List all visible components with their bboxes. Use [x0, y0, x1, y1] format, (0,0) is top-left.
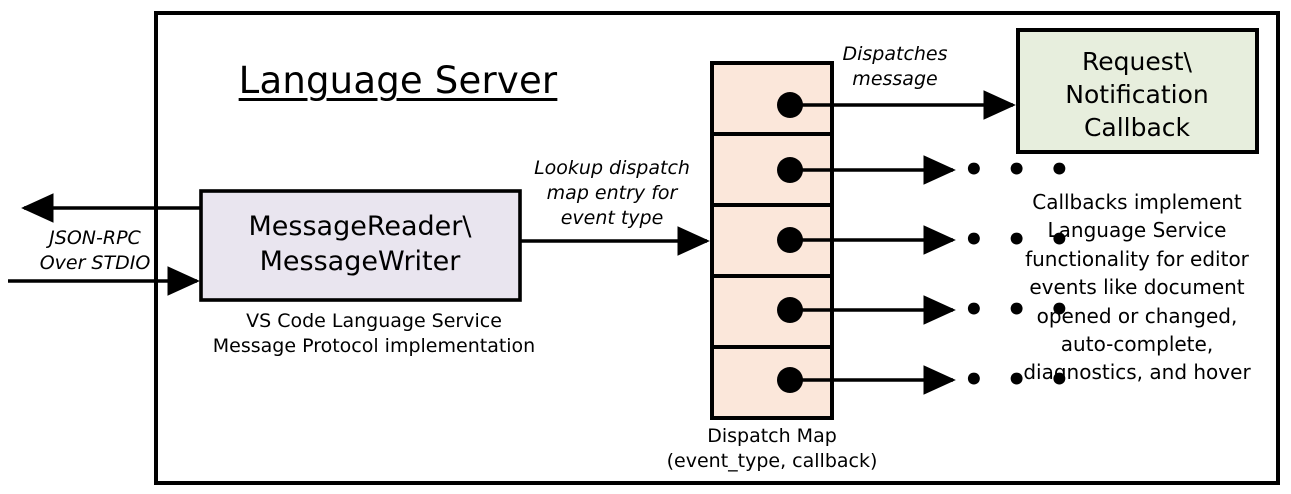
- dispatch-map-cell[interactable]: [710, 61, 834, 136]
- ellipsis-glyph: • • •: [963, 360, 1073, 400]
- callback-note: Callbacks implement Language Service fun…: [1023, 190, 1251, 385]
- ellipsis-glyph: • • •: [963, 290, 1073, 330]
- callback-box-label: Request\ Notification Callback: [1065, 47, 1209, 142]
- message-io-box[interactable]: [199, 189, 522, 302]
- dispatch-edge-label: Dispatches message: [842, 43, 948, 91]
- callback-box[interactable]: [1016, 28, 1259, 154]
- lookup-edge-label: Lookup dispatch map entry for event type: [534, 157, 690, 230]
- message-io-box-label: MessageReader\ MessageWriter: [248, 211, 472, 278]
- jsonrpc-label-text: JSON-RPC Over STDIO: [39, 227, 151, 275]
- jsonrpc-label: JSON-RPC Over STDIO: [40, 226, 151, 276]
- message-io-box-caption: VS Code Language Service Message Protoco…: [212, 310, 536, 357]
- ellipsis-glyph: • • •: [963, 150, 1073, 190]
- dispatch-map-caption: Dispatch Map (event_type, callback): [666, 425, 878, 472]
- ellipsis-glyph: • • •: [963, 220, 1073, 260]
- dispatch-map[interactable]: [710, 61, 834, 420]
- dispatch-map-cell[interactable]: [710, 345, 834, 420]
- page-title: Language Server: [238, 59, 558, 102]
- language-server-container: [154, 11, 1280, 485]
